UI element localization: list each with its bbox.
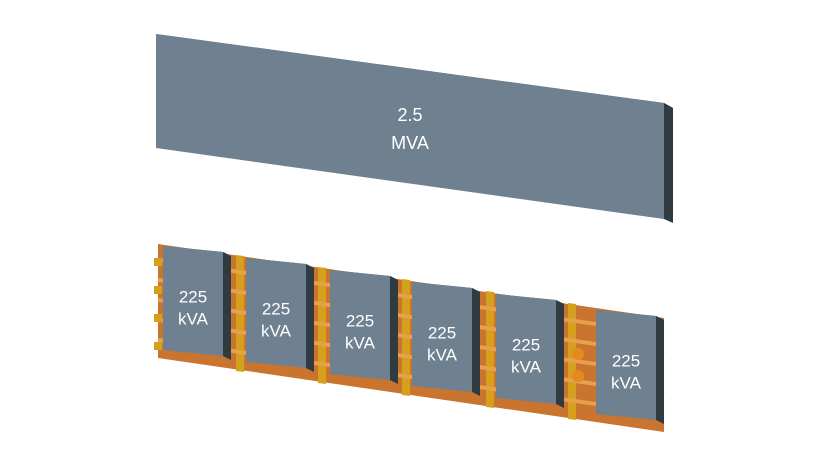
small-unit-6: 225 kVA — [596, 310, 664, 424]
small-unit-rating-unit: kVA — [611, 373, 642, 392]
busbar-notch-2 — [154, 286, 162, 294]
busbar-line-1 — [157, 258, 665, 336]
small-unit-2: 225 kVA — [246, 258, 314, 372]
large-unit-side — [664, 103, 673, 223]
small-unit-side — [223, 252, 231, 360]
busbar-line-3 — [157, 298, 665, 376]
small-unit-rating-value: 225 — [262, 299, 290, 318]
small-unit-side — [306, 264, 314, 372]
small-unit-1: 225 kVA — [163, 246, 231, 360]
small-unit-rating-unit: kVA — [427, 345, 458, 364]
small-unit-rating-unit: kVA — [511, 357, 542, 376]
small-unit-rating-value: 225 — [179, 287, 207, 306]
busbar-line-2 — [157, 278, 665, 356]
small-unit-side — [390, 276, 398, 384]
large-unit-rating-unit: MVA — [391, 133, 429, 153]
small-unit-rating-value: 225 — [612, 351, 640, 370]
busbar-line-5 — [157, 338, 665, 416]
small-unit-front — [246, 258, 306, 368]
small-unit-front — [496, 294, 556, 404]
busbar-notch-1 — [154, 258, 162, 266]
small-unit-front — [596, 310, 656, 420]
small-unit-rating-unit: kVA — [345, 333, 376, 352]
large-unit-rating-value: 2.5 — [397, 105, 422, 125]
small-unit-side — [656, 316, 664, 424]
small-unit-rating-unit: kVA — [261, 321, 292, 340]
small-unit-rating-value: 225 — [512, 335, 540, 354]
small-unit-side — [556, 300, 564, 408]
small-unit-rating-unit: kVA — [178, 309, 209, 328]
busbar-notch-3 — [154, 314, 162, 322]
small-unit-rating-value: 225 — [346, 311, 374, 330]
large-unit-front — [156, 34, 664, 219]
small-units-group: 225 kVA 225 kVA 225 kVA 225 kVA 225 kVA 225 kVA — [163, 246, 664, 424]
connector-pin-1 — [572, 348, 584, 360]
connector-pin-2 — [572, 370, 584, 382]
small-unit-front — [163, 246, 223, 356]
large-unit: 2.5 MVA — [156, 34, 673, 223]
small-unit-front — [412, 282, 472, 392]
busbar-notch-4 — [154, 342, 162, 350]
small-unit-5: 225 kVA — [496, 294, 564, 408]
small-unit-4: 225 kVA — [412, 282, 480, 396]
small-unit-side — [472, 288, 480, 396]
small-unit-rating-value: 225 — [428, 323, 456, 342]
small-unit-front — [330, 270, 390, 380]
small-unit-3: 225 kVA — [330, 270, 398, 384]
